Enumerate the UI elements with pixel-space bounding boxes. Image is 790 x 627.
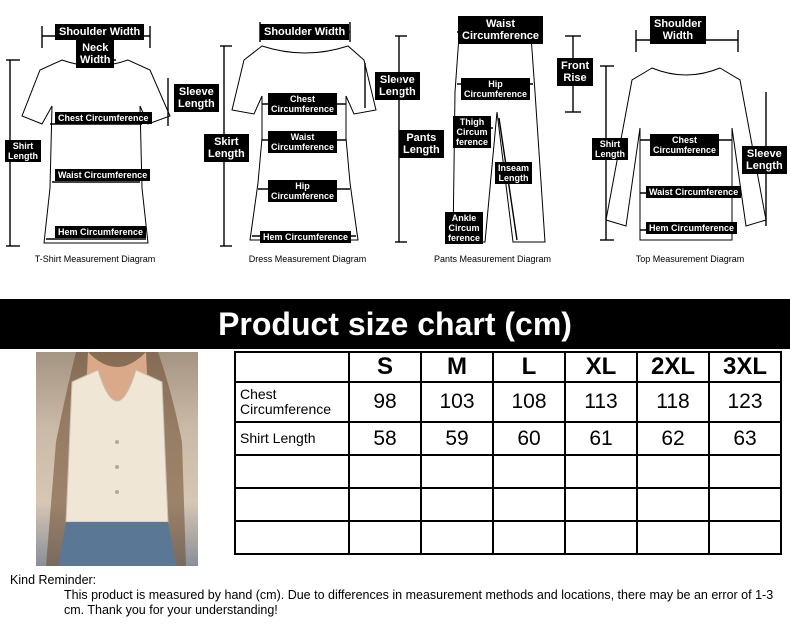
size-header-3xl: 3XL [708, 351, 782, 383]
table-cell: 60 [492, 421, 566, 456]
table-cell [234, 487, 350, 522]
shirt-length-label: Shirt Length [5, 140, 41, 162]
tshirt-diagram: Shoulder Width Neck Width Sleeve Length … [0, 8, 219, 270]
top-caption: Top Measurement Diagram [635, 254, 745, 264]
waist-circumference-label: Waist Circumference [268, 131, 338, 153]
hip-circumference-label: Hip Circumference [268, 180, 338, 202]
table-header-row: S M L XL 2XL 3XL [234, 351, 782, 383]
table-cell [708, 487, 782, 522]
reminder-title: Kind Reminder: [10, 573, 97, 587]
row-label-chest: Chest Circumference [234, 381, 350, 423]
tshirt-illustration [6, 26, 171, 247]
size-header-2xl: 2XL [636, 351, 710, 383]
size-chart-banner: Product size chart (cm) [0, 299, 790, 349]
thigh-circumference-label: Thigh Circum ference [453, 116, 492, 148]
table-cell [636, 520, 710, 555]
pants-length-label: Pants Length [399, 130, 444, 158]
size-header-xl: XL [564, 351, 638, 383]
size-header-s: S [348, 351, 422, 383]
table-cell [564, 520, 638, 555]
size-header-m: M [420, 351, 494, 383]
hem-circumference-label: Hem Circumference [646, 222, 738, 234]
table-row [234, 454, 782, 489]
chest-circumference-label: Chest Circumference [268, 93, 338, 115]
table-cell [348, 487, 422, 522]
dress-diagram: Shoulder Width Sleeve Length Skirt Lengt… [200, 8, 420, 270]
kind-reminder: Kind Reminder: This product is measured … [10, 573, 780, 618]
measurement-diagrams: Shoulder Width Neck Width Sleeve Length … [0, 0, 790, 270]
sleeve-length-label: Sleeve Length [174, 84, 219, 112]
table-cell [492, 454, 566, 489]
table-cell [708, 454, 782, 489]
sleeve-length-label: Sleeve Length [742, 146, 787, 174]
table-cell: 61 [564, 421, 638, 456]
table-row: Chest Circumference 98 103 108 113 118 1… [234, 381, 782, 423]
shirt-length-label: Shirt Length [592, 138, 628, 160]
table-cell: 62 [636, 421, 710, 456]
inseam-length-label: Inseam Length [495, 162, 533, 184]
reminder-text: This product is measured by hand (cm). D… [64, 588, 774, 617]
table-cell [234, 454, 350, 489]
model-silhouette [46, 352, 186, 566]
table-cell [492, 487, 566, 522]
skirt-length-label: Skirt Length [204, 134, 249, 162]
front-rise-label: Front Rise [557, 58, 594, 86]
table-corner-cell [234, 351, 350, 383]
pants-diagram: Waist Circumference Front Rise Hip Circu… [395, 8, 594, 270]
dress-caption: Dress Measurement Diagram [248, 254, 367, 264]
table-cell [348, 520, 422, 555]
table-row [234, 520, 782, 555]
chest-circumference-label: Chest Circumference [650, 134, 720, 156]
neck-width-label: Neck Width [76, 40, 115, 68]
row-label-shirt-length: Shirt Length [234, 421, 350, 456]
table-cell [420, 487, 494, 522]
top-diagram: Shoulder Width Shirt Length Chest Circum… [590, 8, 790, 270]
sleeve-length-label: Sleeve Length [375, 72, 420, 100]
table-cell [636, 487, 710, 522]
shoulder-width-label: Shoulder Width [650, 16, 706, 44]
table-cell [564, 487, 638, 522]
table-cell: 108 [492, 381, 566, 423]
table-cell [636, 454, 710, 489]
table-cell: 98 [348, 381, 422, 423]
shoulder-width-label: Shoulder Width [55, 24, 145, 40]
hem-circumference-label: Hem Circumference [55, 226, 147, 238]
table-row: Shirt Length 58 59 60 61 62 63 [234, 421, 782, 456]
table-cell: 59 [420, 421, 494, 456]
table-cell: 103 [420, 381, 494, 423]
chest-circumference-label: Chest Circumference [55, 112, 152, 124]
table-row [234, 487, 782, 522]
waist-circumference-label: Waist Circumference [646, 186, 742, 198]
table-cell: 123 [708, 381, 782, 423]
shoulder-width-label: Shoulder Width [260, 24, 350, 40]
table-cell [348, 454, 422, 489]
table-cell: 58 [348, 421, 422, 456]
product-photo [36, 352, 198, 566]
waist-circumference-label: Waist Circumference [55, 169, 151, 181]
table-cell: 63 [708, 421, 782, 456]
table-cell [420, 454, 494, 489]
waist-circumference-label: Waist Circumference [458, 16, 544, 44]
size-chart-table: S M L XL 2XL 3XL Chest Circumference 98 … [234, 351, 782, 555]
table-cell [564, 454, 638, 489]
ankle-circumference-label: Ankle Circum ference [445, 212, 484, 244]
table-cell: 113 [564, 381, 638, 423]
hem-circumference-label: Hem Circumference [260, 231, 352, 243]
table-cell [492, 520, 566, 555]
size-header-l: L [492, 351, 566, 383]
tshirt-caption: T-Shirt Measurement Diagram [34, 254, 156, 264]
hip-circumference-label: Hip Circumference [461, 78, 531, 100]
table-cell: 118 [636, 381, 710, 423]
table-cell [420, 520, 494, 555]
table-cell [708, 520, 782, 555]
pants-caption: Pants Measurement Diagram [433, 254, 552, 264]
table-cell [234, 520, 350, 555]
